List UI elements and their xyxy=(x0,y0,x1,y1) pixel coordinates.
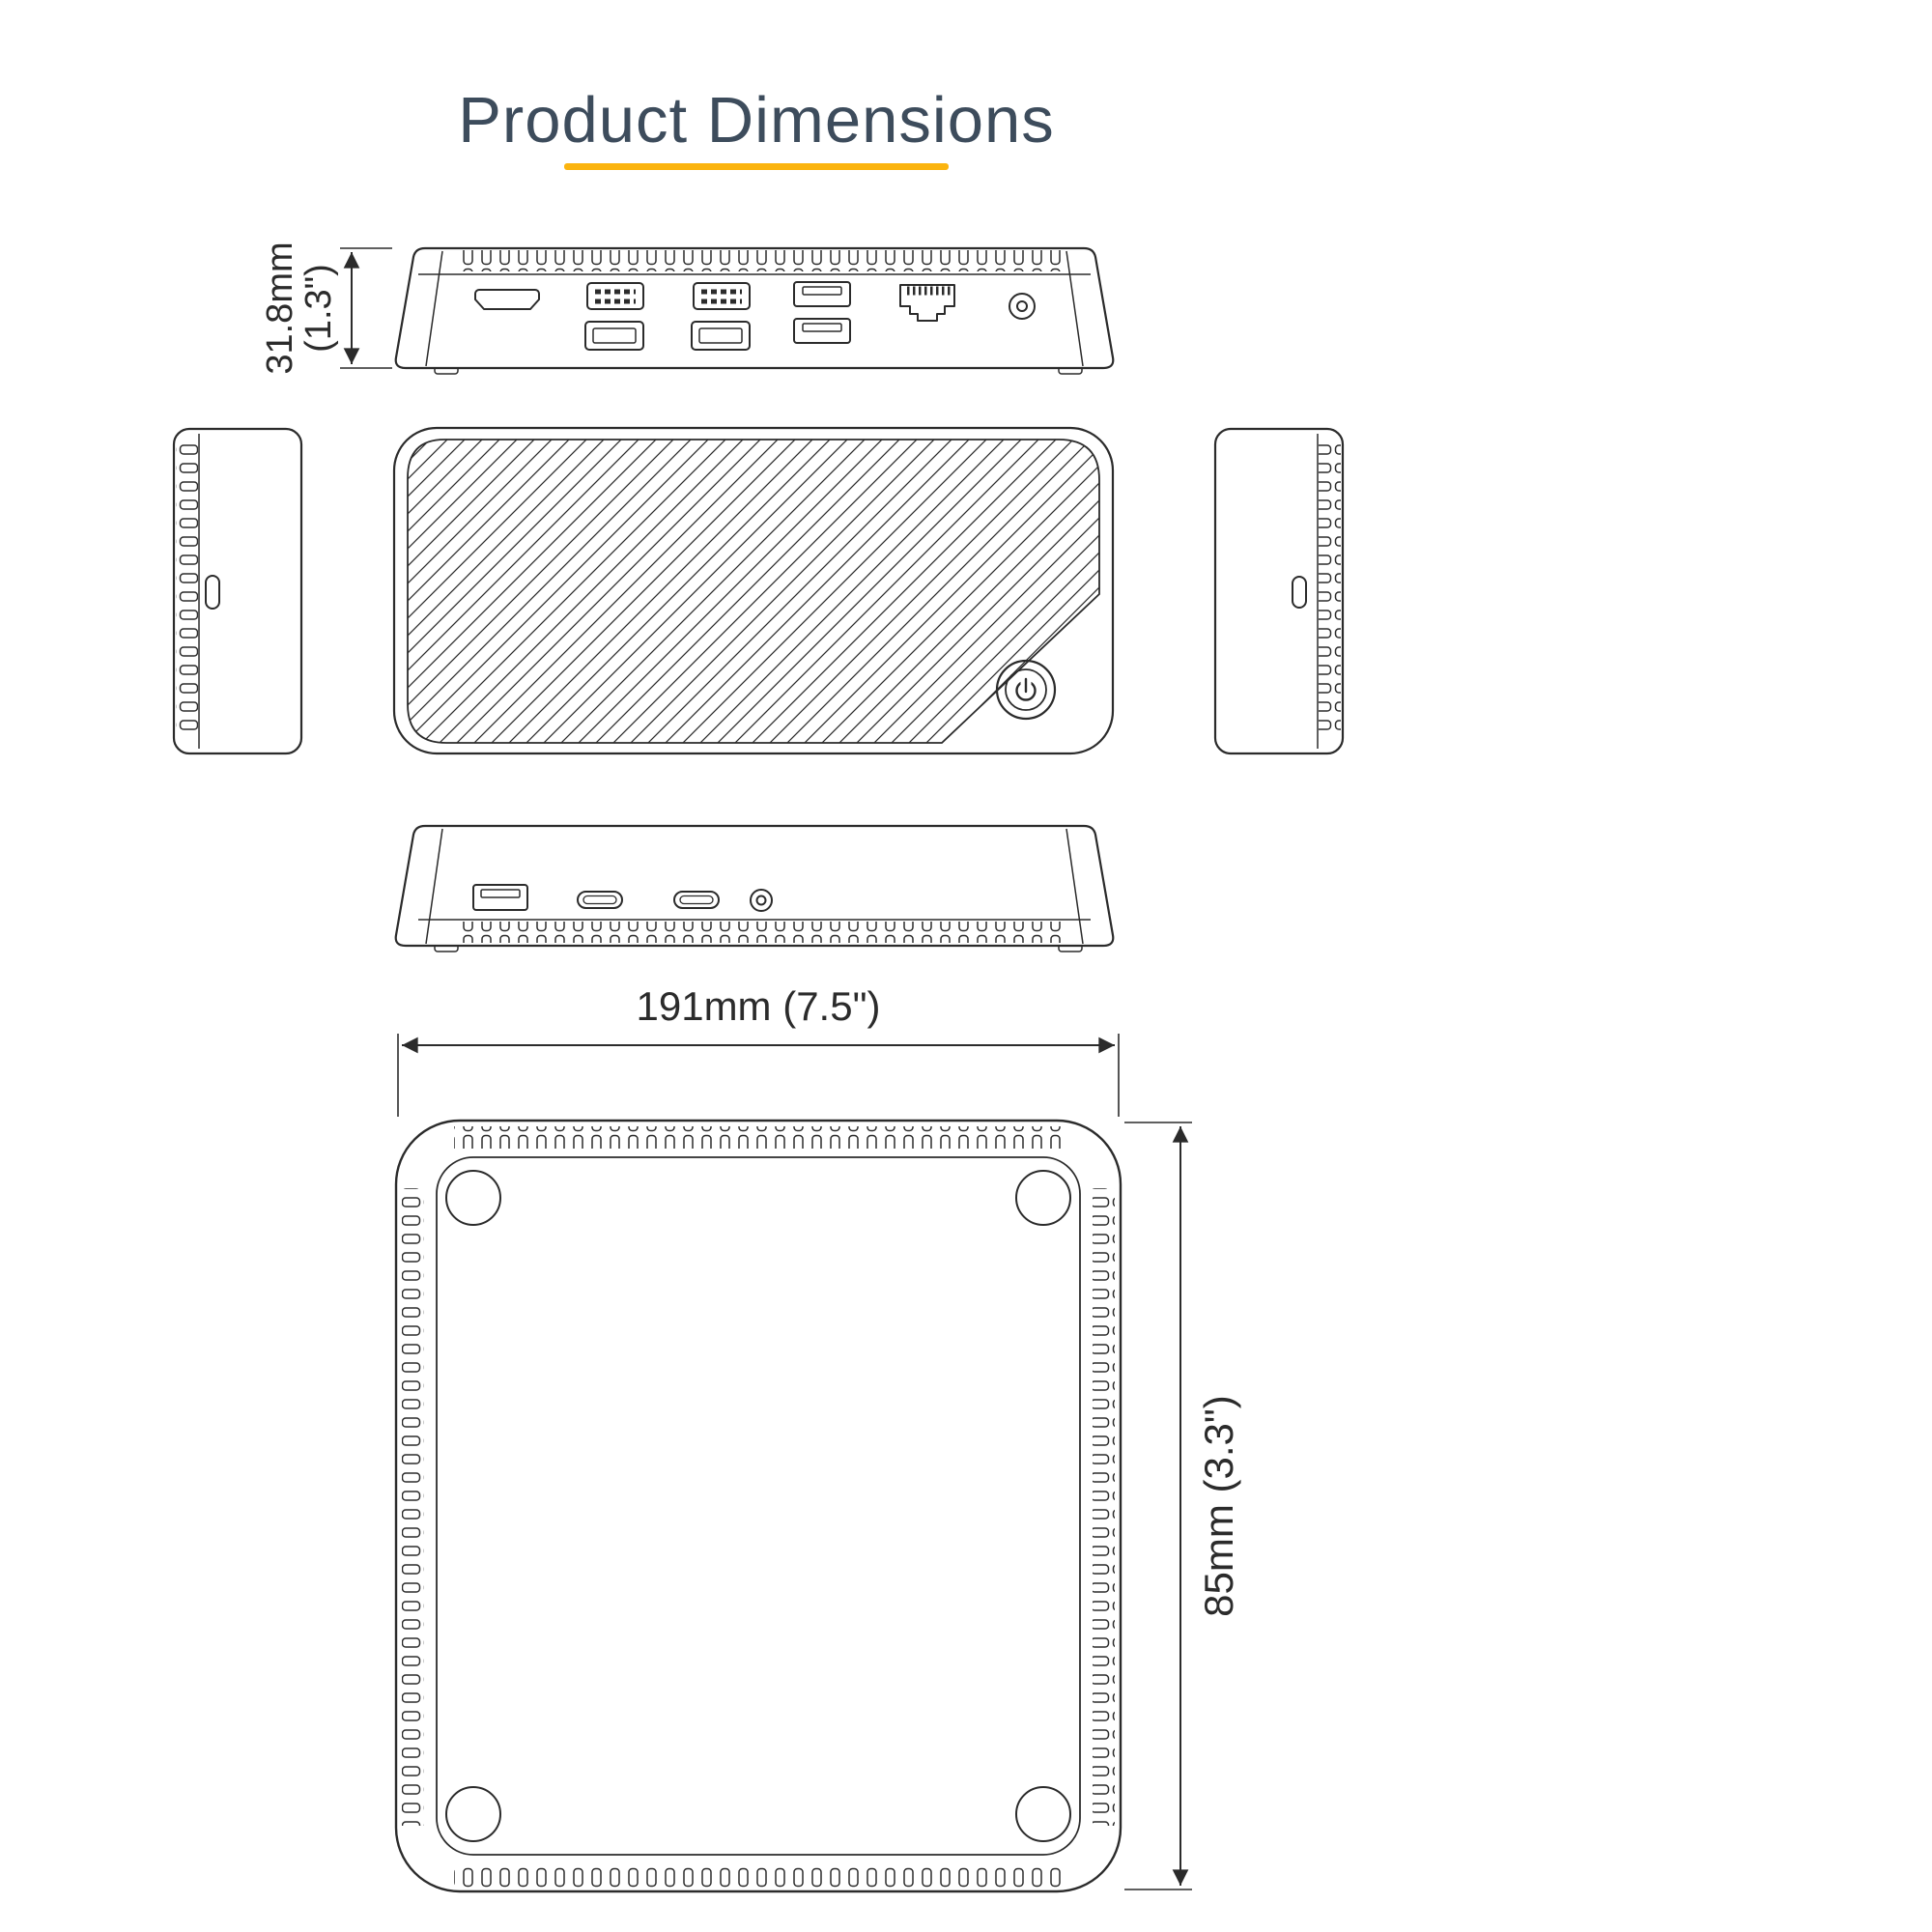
left-side-outline xyxy=(172,427,303,755)
right-side-outline xyxy=(1213,427,1345,755)
bottom-inner-panel xyxy=(436,1156,1081,1856)
front-outline xyxy=(394,824,1115,948)
audio-jack-icon xyxy=(750,889,773,912)
height-dimension-label-in: (1.3") xyxy=(298,264,339,353)
chamfer-line-right xyxy=(1065,250,1084,367)
power-input-icon xyxy=(1009,293,1036,320)
rubber-foot xyxy=(1015,1786,1071,1842)
depth-dimension-label: 85mm (3.3") xyxy=(1196,1395,1241,1617)
bottom-vent-slots-top xyxy=(454,1126,1063,1149)
displayport-port-icon xyxy=(584,321,644,351)
usb-c-port-icon xyxy=(577,891,623,909)
displayport-port-icon xyxy=(691,321,751,351)
chamfer-line-left xyxy=(425,828,443,945)
usb-a-port-icon xyxy=(793,281,851,307)
usb-a-port-icon xyxy=(472,884,528,911)
top-outline xyxy=(392,426,1115,755)
title-underline xyxy=(564,163,949,170)
hdmi-port-icon xyxy=(693,282,751,310)
rear-foot-tab-left xyxy=(434,367,459,375)
textured-surface xyxy=(407,439,1100,744)
chamfer-line-right xyxy=(1065,828,1084,945)
hdmi-port-icon xyxy=(474,289,540,310)
front-vent-slots xyxy=(456,922,1063,943)
bottom-vent-slots-bottom xyxy=(454,1865,1063,1888)
left-side-view xyxy=(172,427,303,755)
front-view xyxy=(394,824,1115,952)
depth-dimension xyxy=(1124,1122,1192,1890)
right-side-view xyxy=(1213,427,1345,755)
usb-c-port-icon xyxy=(205,575,220,610)
power-button-icon xyxy=(995,659,1057,721)
rear-outline xyxy=(394,246,1115,370)
page-title: Product Dimensions xyxy=(458,84,1055,156)
bottom-view xyxy=(394,1119,1122,1893)
usb-a-port-icon xyxy=(793,318,851,344)
front-foot-tab-right xyxy=(1058,945,1083,952)
side-vent-slots xyxy=(176,443,198,737)
rear-vent-slots xyxy=(456,250,1063,271)
rubber-foot xyxy=(445,1786,501,1842)
width-dimension-label: 191mm (7.5") xyxy=(637,983,881,1029)
height-dimension-label-mm: 31.8mm xyxy=(260,242,300,374)
bottom-vent-slots-left xyxy=(402,1188,424,1826)
rubber-foot xyxy=(1015,1170,1071,1226)
rear-foot-tab-right xyxy=(1058,367,1083,375)
width-dimension xyxy=(397,1034,1120,1117)
rear-view xyxy=(394,246,1115,375)
bottom-outline xyxy=(394,1119,1122,1893)
chamfer-line-left xyxy=(425,250,443,367)
ethernet-port-icon xyxy=(899,284,955,322)
height-dimension xyxy=(340,247,392,369)
front-foot-tab-left xyxy=(434,945,459,952)
security-lock-slot-icon xyxy=(1292,576,1307,609)
side-vent-slots xyxy=(1319,443,1341,737)
top-view xyxy=(392,426,1115,755)
rubber-foot xyxy=(445,1170,501,1226)
bottom-vent-slots-right xyxy=(1093,1188,1115,1826)
hdmi-port-icon xyxy=(586,282,644,310)
usb-c-port-icon xyxy=(673,891,720,909)
